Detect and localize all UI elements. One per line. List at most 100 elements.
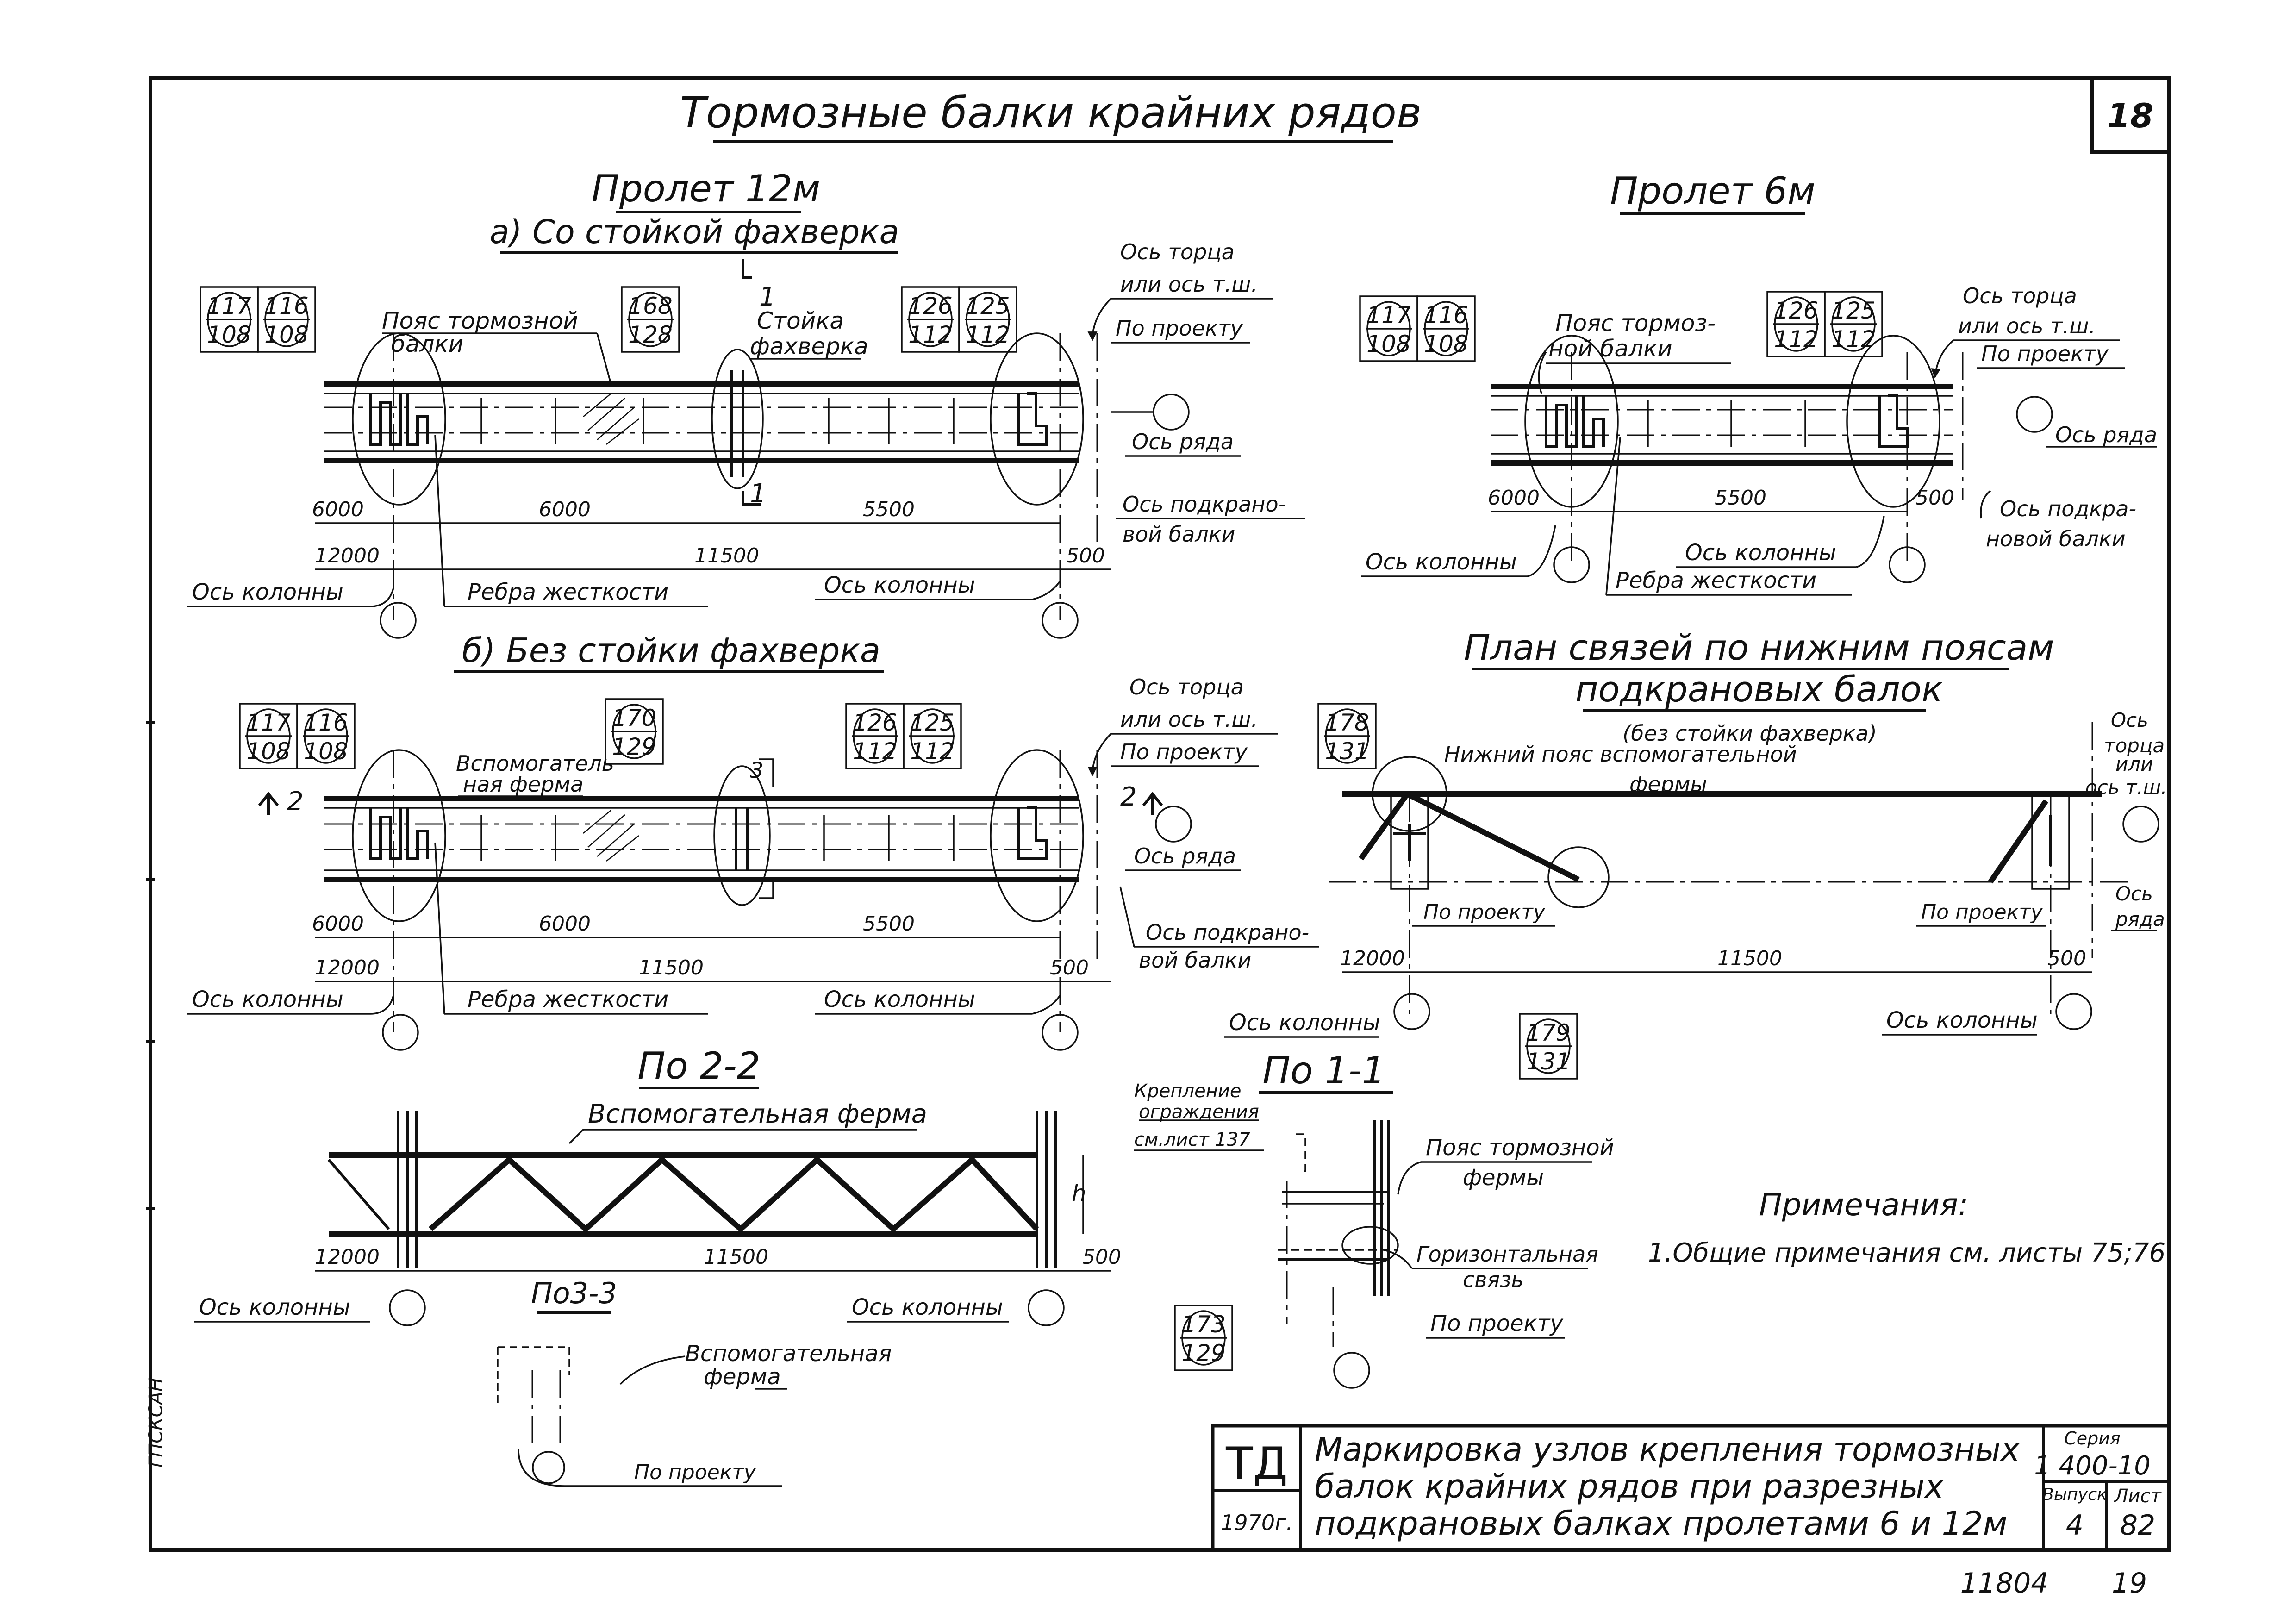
svg-text:торца: торца xyxy=(2104,734,2165,757)
svg-text:129: 129 xyxy=(1181,1340,1225,1367)
svg-text:117: 117 xyxy=(1366,302,1411,329)
svg-text:2: 2 xyxy=(1120,782,1137,812)
title-block-code: ТД xyxy=(1225,1438,1288,1490)
span12a-subheading: а) Со стойкой фахверка xyxy=(490,213,899,251)
svg-text:Ось колонны: Ось колонны xyxy=(192,987,343,1012)
svg-text:126: 126 xyxy=(908,293,952,319)
svg-text:По проекту: По проекту xyxy=(1120,739,1248,764)
svg-text:По проекту: По проекту xyxy=(1921,900,2043,924)
svg-text:см.лист 137: см.лист 137 xyxy=(1134,1129,1250,1150)
svg-text:Ребра жесткости: Ребра жесткости xyxy=(468,579,668,605)
svg-text:ной балки: ной балки xyxy=(1548,335,1672,362)
svg-text:Ось колонны: Ось колонны xyxy=(852,1294,1003,1320)
svg-text:500: 500 xyxy=(1915,486,1954,510)
svg-text:500: 500 xyxy=(2047,947,2086,970)
svg-text:фермы: фермы xyxy=(1629,772,1707,797)
svg-text:Крепление: Крепление xyxy=(1134,1081,1241,1102)
svg-text:Ось: Ось xyxy=(2115,882,2153,905)
notes-heading: Примечания: xyxy=(1759,1187,1968,1223)
svg-text:h: h xyxy=(1072,1180,1086,1207)
svg-text:Ось подкрано-: Ось подкрано- xyxy=(1123,492,1286,517)
sheet-label: Лист xyxy=(2113,1486,2162,1507)
svg-text:Пояс тормозной: Пояс тормозной xyxy=(382,307,578,334)
svg-text:500: 500 xyxy=(1050,956,1089,980)
plan-heading2: подкрановых балок xyxy=(1575,668,1943,710)
svg-text:6000: 6000 xyxy=(312,912,364,936)
svg-text:фермы: фермы xyxy=(1463,1165,1544,1191)
svg-text:125: 125 xyxy=(1831,297,1875,324)
svg-text:173: 173 xyxy=(1181,1311,1225,1338)
svg-text:116: 116 xyxy=(304,709,348,736)
mark-125-112: 125 112 xyxy=(958,286,1017,353)
svg-text:или ось т.ш.: или ось т.ш. xyxy=(1120,707,1258,732)
view-section-3-3: По3-3 Вспомогательная ферма По проекту xyxy=(497,1276,892,1487)
aux-truss-elevation: h xyxy=(327,1111,1086,1268)
section33-heading: По3-3 xyxy=(531,1276,617,1310)
mark-116-108-b: 116 108 xyxy=(296,703,356,769)
svg-text:117: 117 xyxy=(246,709,291,736)
mark-125-112-b: 125 112 xyxy=(903,703,962,769)
svg-text:112: 112 xyxy=(853,738,897,765)
plan-heading: План связей по нижним поясам xyxy=(1464,627,2054,668)
sheet-frame xyxy=(149,76,2171,1552)
svg-text:11500: 11500 xyxy=(1717,947,1782,970)
svg-text:117: 117 xyxy=(207,293,251,319)
svg-text:11500: 11500 xyxy=(639,956,704,980)
svg-text:112: 112 xyxy=(966,321,1010,348)
mark-116-108-6: 116 108 xyxy=(1416,295,1476,362)
page-title: Тормозные балки крайних рядов xyxy=(680,88,1422,137)
svg-text:Ось колонны: Ось колонны xyxy=(1685,540,1836,566)
svg-text:Ось колонны: Ось колонны xyxy=(192,579,343,605)
footer-page: 19 xyxy=(2112,1567,2147,1599)
svg-text:12000: 12000 xyxy=(315,544,380,568)
svg-text:2: 2 xyxy=(287,787,304,817)
view-span12-a: Пролет 12м а) Со стойкой фахверка 117 10… xyxy=(187,167,1305,639)
svg-text:Вспомогатель: Вспомогатель xyxy=(456,751,614,776)
svg-text:ферма: ферма xyxy=(704,1364,781,1390)
sheet-number-box xyxy=(2090,76,2171,154)
svg-text:Ребра жесткости: Ребра жесткости xyxy=(468,987,668,1012)
svg-text:129: 129 xyxy=(612,733,656,760)
svg-text:Ось ряда: Ось ряда xyxy=(2055,422,2157,447)
span12b-subheading: б) Без стойки фахверка xyxy=(462,631,880,670)
svg-text:ограждения: ограждения xyxy=(1139,1101,1259,1123)
svg-text:116: 116 xyxy=(264,293,308,319)
svg-text:12000: 12000 xyxy=(315,1245,380,1269)
svg-text:или ось т.ш.: или ось т.ш. xyxy=(1958,313,2096,338)
svg-text:связь: связь xyxy=(1463,1267,1524,1292)
svg-text:5500: 5500 xyxy=(863,912,915,936)
footer-inventory: 11804 xyxy=(1960,1567,2049,1599)
mark-125-112-6: 125 112 xyxy=(1824,291,1883,357)
svg-text:Ось торца: Ось торца xyxy=(1129,675,1244,700)
svg-text:5500: 5500 xyxy=(863,498,915,521)
svg-text:ная ферма: ная ферма xyxy=(463,772,583,797)
svg-text:Горизонтальная: Горизонтальная xyxy=(1416,1242,1598,1267)
span12-heading: Пролет 12м xyxy=(592,167,820,210)
span6-heading: Пролет 6м xyxy=(1610,169,1816,212)
mark-173-129: 173 129 xyxy=(1174,1305,1233,1371)
svg-text:Стойка: Стойка xyxy=(757,307,844,334)
issue-label: Выпуск xyxy=(2042,1485,2107,1504)
svg-text:116: 116 xyxy=(1424,302,1468,329)
svg-text:Ось колонны: Ось колонны xyxy=(1886,1007,2038,1033)
issue-value: 4 xyxy=(2066,1509,2084,1542)
svg-text:Ось колонны: Ось колонны xyxy=(199,1294,350,1320)
svg-text:179: 179 xyxy=(1526,1019,1570,1046)
svg-text:Ось подкра-: Ось подкра- xyxy=(2000,496,2136,521)
svg-text:По проекту: По проекту xyxy=(1423,900,1546,924)
svg-text:По проекту: По проекту xyxy=(1981,341,2109,366)
svg-text:125: 125 xyxy=(910,709,954,736)
mark-116-108: 116 108 xyxy=(257,286,316,353)
mark-126-112: 126 112 xyxy=(901,286,960,353)
mark-117-108-6: 117 108 xyxy=(1359,295,1418,362)
svg-text:6000: 6000 xyxy=(1488,486,1540,510)
svg-text:Нижний пояс вспомогательной: Нижний пояс вспомогательной xyxy=(1444,742,1797,767)
notes-item-1: 1.Общие примечания см. листы 75;76. xyxy=(1648,1238,2174,1268)
svg-text:Ось торца: Ось торца xyxy=(1120,239,1235,264)
brake-beam-6 xyxy=(1491,335,1964,565)
svg-text:Ось ряда: Ось ряда xyxy=(1134,843,1236,868)
svg-text:170: 170 xyxy=(612,705,656,731)
svg-text:11500: 11500 xyxy=(704,1245,768,1269)
plan-subheading: (без стойки фахверка) xyxy=(1622,721,1877,746)
svg-text:108: 108 xyxy=(1366,331,1410,357)
